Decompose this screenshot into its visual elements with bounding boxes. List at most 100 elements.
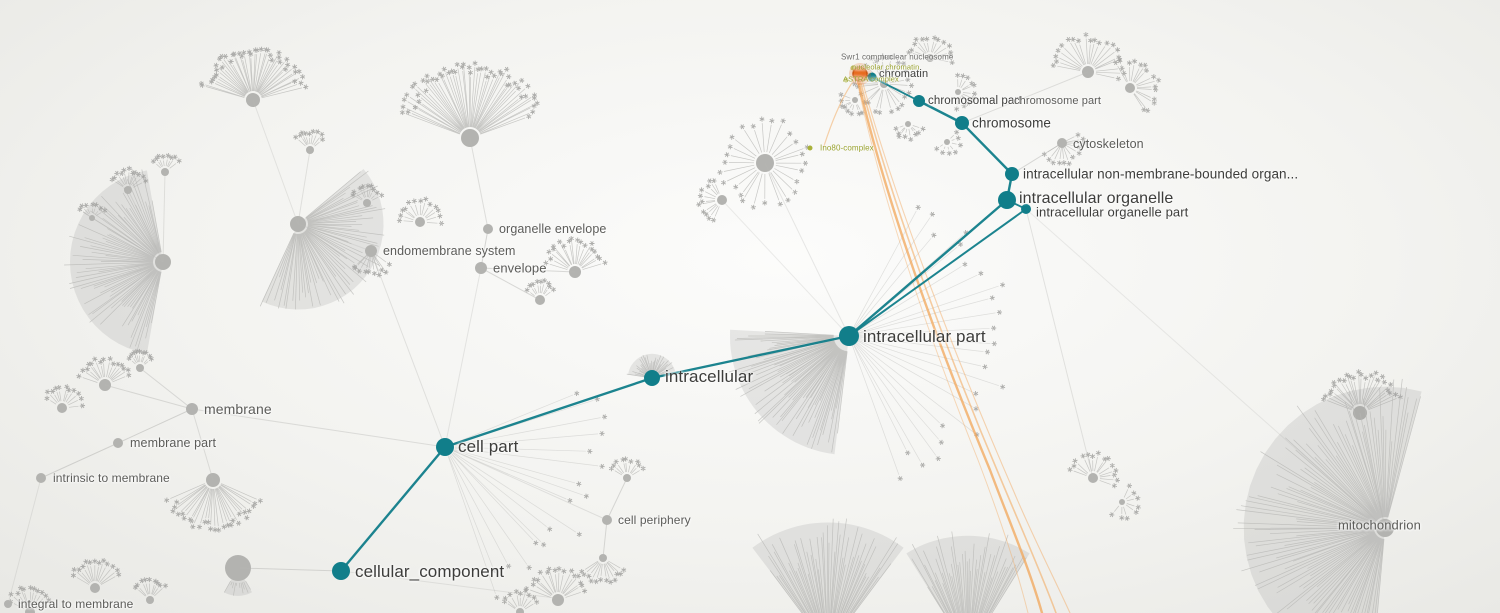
label-chromosomal_part[interactable]: chromosomal part — [928, 95, 1022, 107]
cluster-rays — [403, 202, 438, 224]
cluster-hub-node[interactable] — [124, 186, 132, 194]
cluster-hub-node[interactable] — [161, 168, 169, 176]
cluster-hub-node[interactable] — [90, 583, 100, 593]
node-chromosomal_part[interactable] — [913, 95, 925, 107]
cluster-fan — [132, 576, 169, 604]
label-intracellular[interactable]: intracellular — [665, 367, 754, 386]
node-integral_to_membrane[interactable] — [4, 600, 12, 608]
node-chromosome[interactable] — [955, 116, 969, 130]
cluster-hub-node[interactable] — [955, 89, 961, 95]
label-chromosome[interactable]: chromosome — [972, 115, 1052, 131]
cluster-hub-node[interactable] — [246, 93, 260, 107]
graph-edge — [1025, 208, 1386, 529]
cluster-rays — [1233, 378, 1421, 613]
node-membrane[interactable] — [186, 403, 198, 415]
cluster-hub-node[interactable] — [306, 146, 314, 154]
graph-edge — [1011, 142, 1063, 175]
cluster-hub-node[interactable] — [57, 403, 67, 413]
label-intracellular_non_membrane_bounded[interactable]: intracellular non-membrane-bounded organ… — [1023, 166, 1299, 182]
cluster-rays — [939, 134, 957, 150]
graph-edge — [162, 171, 166, 263]
cluster-hub-node[interactable] — [415, 217, 425, 227]
node-cell_periphery[interactable] — [602, 515, 612, 525]
cluster-hub-node[interactable] — [89, 215, 95, 221]
cluster-hub-node[interactable] — [290, 216, 306, 232]
label-endomembrane_system[interactable]: endomembrane system — [383, 244, 516, 258]
label-membrane_part[interactable]: membrane part — [130, 436, 217, 450]
label-cell_periphery[interactable]: cell periphery — [618, 513, 691, 527]
node-cell_part[interactable] — [436, 438, 454, 456]
cluster-rays — [259, 170, 386, 310]
node-intracellular[interactable] — [644, 370, 660, 386]
label-envelope[interactable]: envelope — [493, 260, 547, 276]
node-intracellular_part[interactable] — [839, 326, 859, 346]
cluster-hub-node[interactable] — [552, 594, 564, 606]
node-cellular_component[interactable] — [332, 562, 350, 580]
selected-path-edge — [917, 99, 964, 125]
label-chromosome_part[interactable]: chromosome part — [1014, 95, 1102, 107]
cluster-hub-node[interactable] — [756, 154, 774, 172]
label-cellular_component[interactable]: cellular_component — [355, 562, 505, 581]
cluster-hub-node[interactable] — [1082, 66, 1094, 78]
cluster-hub-node[interactable] — [146, 596, 154, 604]
cluster-hub-node[interactable] — [155, 254, 171, 270]
cluster-rays — [585, 560, 621, 579]
cluster-rays — [405, 67, 534, 135]
node-cytoskeleton[interactable] — [1057, 138, 1067, 148]
cluster-hub-node[interactable] — [944, 139, 950, 145]
label-intracellular_organelle[interactable]: intracellular organelle — [1019, 190, 1174, 207]
selected-path-edge — [847, 198, 1009, 338]
cluster-leaf-glyphs — [150, 153, 182, 164]
node-intracellular_non_membrane_bounded[interactable] — [1005, 167, 1019, 181]
tiny-term-node[interactable] — [843, 77, 849, 83]
cluster-hub-node[interactable] — [516, 608, 524, 613]
node-intracellular_organelle_part[interactable] — [1021, 204, 1031, 214]
label-cell_part[interactable]: cell part — [458, 437, 519, 456]
node-membrane_part[interactable] — [113, 438, 123, 448]
tiny-term-node[interactable] — [807, 145, 813, 151]
cluster-hub-node[interactable] — [1088, 473, 1098, 483]
graph-edge — [127, 189, 164, 263]
cluster-hub-node[interactable] — [99, 379, 111, 391]
node-intrinsic_to_membrane[interactable] — [36, 473, 46, 483]
cluster-rays — [64, 167, 162, 358]
cluster-hub-node[interactable] — [1119, 499, 1125, 505]
cluster-hub-node[interactable] — [717, 195, 727, 205]
label-organelle_envelope[interactable]: organelle envelope — [499, 222, 607, 236]
graph-edge — [1025, 208, 1094, 479]
node-endomembrane_system[interactable] — [365, 245, 377, 257]
cluster-hub-node[interactable] — [136, 364, 144, 372]
cluster-fan — [1233, 378, 1422, 613]
node-organelle_envelope[interactable] — [483, 224, 493, 234]
cluster-hub-node[interactable] — [363, 199, 371, 207]
cluster-leaf-glyphs — [293, 128, 326, 143]
cluster-hub-node[interactable] — [1125, 83, 1135, 93]
label-membrane[interactable]: membrane — [204, 401, 272, 417]
label-intracellular_organelle_part[interactable]: intracellular organelle part — [1036, 204, 1189, 220]
cluster-fan — [396, 196, 445, 227]
label-nucleolar_chromatin[interactable]: nucleolar chromatin — [852, 62, 920, 72]
cluster-hub-node[interactable] — [225, 555, 251, 581]
node-chromatin[interactable] — [867, 72, 877, 82]
label-cytoskeleton[interactable]: cytoskeleton — [1073, 137, 1144, 151]
cluster-hub-node[interactable] — [25, 607, 35, 613]
label-intracellular_part[interactable]: intracellular part — [863, 327, 986, 346]
label-nuclear_nucleosome[interactable]: nuclear nucleosome — [880, 52, 954, 62]
label-integral_to_membrane[interactable]: integral to membrane — [18, 597, 134, 611]
cluster-fan — [198, 46, 309, 107]
cluster-hub-node[interactable] — [852, 97, 858, 103]
cluster-hub-node[interactable] — [461, 129, 479, 147]
cluster-hub-node[interactable] — [926, 54, 934, 62]
cluster-hub-node[interactable] — [206, 473, 220, 487]
label-swr1_complex[interactable]: Swr1 complex — [841, 52, 893, 62]
label-chromatin[interactable]: chromatin — [879, 68, 929, 80]
node-intracellular_organelle[interactable] — [998, 191, 1016, 209]
cluster-hub-node[interactable] — [905, 121, 911, 127]
label-intrinsic_to_membrane[interactable]: intrinsic to membrane — [53, 471, 170, 485]
node-nucleosome[interactable] — [852, 66, 868, 82]
label-ino80_complex[interactable]: Ino80-complex — [820, 143, 874, 153]
label-mitochondrion[interactable]: mitochondrion — [1338, 517, 1421, 533]
cluster-leaf-glyphs — [579, 567, 627, 585]
label-astra_complex[interactable]: ASTRA complex — [843, 74, 899, 84]
node-envelope[interactable] — [475, 262, 487, 274]
